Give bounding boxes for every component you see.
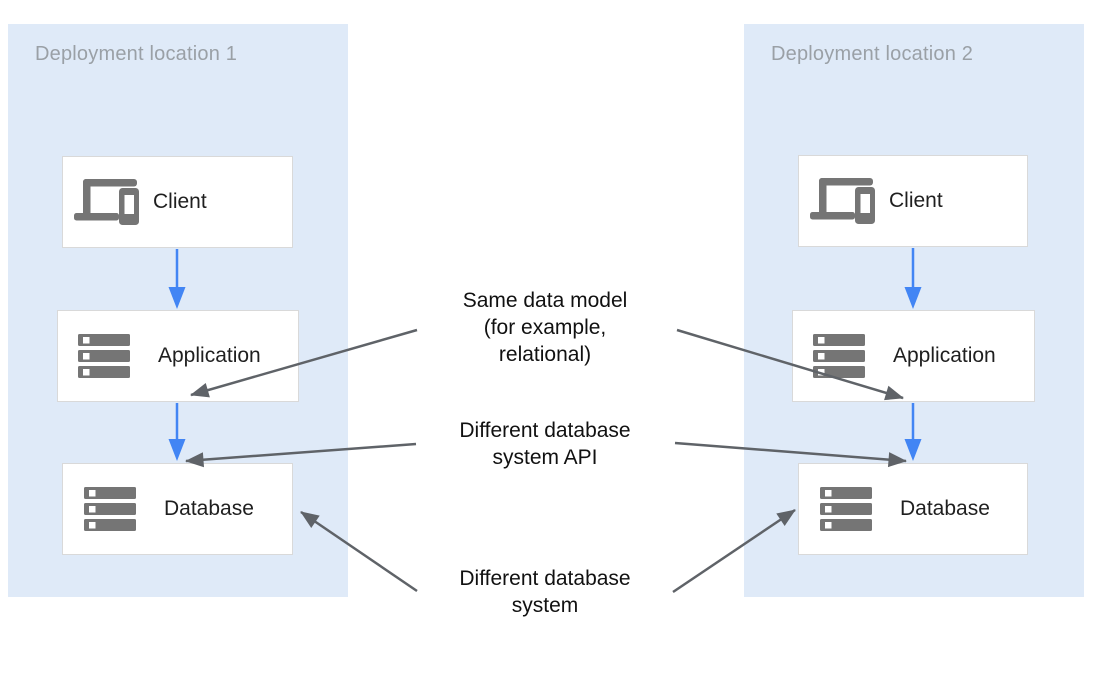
node-label: Client [889,189,943,212]
annotation-different-database-system-api: Different database system API [459,419,631,469]
node-label: Client [153,190,207,213]
node-label: Application [158,344,261,367]
application-node-right: Application [792,310,1035,402]
client-node-right: Client [798,155,1028,247]
devices-icon [74,179,139,225]
client-node-left: Client [62,156,293,248]
server-stack-icon [84,487,136,531]
node-label: Application [893,344,996,367]
annotation-same-data-model: Same data model (for example, relational… [462,289,628,366]
devices-icon [810,178,875,224]
application-node-left: Application [57,310,299,402]
server-stack-icon [820,487,872,531]
panel-title: Deployment location 1 [35,43,238,65]
database-node-right: Database [798,463,1028,555]
server-stack-icon [813,334,865,378]
annotation-different-database-system: Different database system [459,567,631,617]
database-node-left: Database [62,463,293,555]
node-label: Database [164,497,254,520]
node-label: Database [900,497,990,520]
panel-title: Deployment location 2 [771,43,974,65]
server-stack-icon [78,334,130,378]
